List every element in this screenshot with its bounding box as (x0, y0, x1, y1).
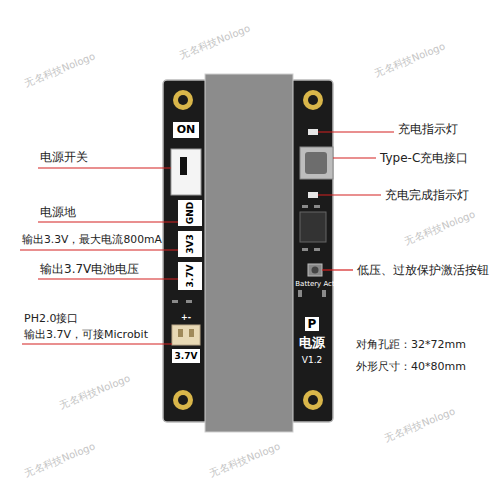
polarity-mark: +- (181, 313, 191, 323)
leader-lines (20, 132, 394, 344)
watermark: 无名科技Nologo (23, 440, 97, 479)
pin-name: 3.7V (185, 265, 196, 288)
version-text: V1.2 (302, 355, 322, 366)
pin-name: 3.7V (175, 351, 198, 362)
type-c-opening (305, 152, 327, 174)
button-cap (312, 267, 319, 274)
dimension-text: 对角孔距：32*72mm (356, 338, 466, 351)
callout-text: Type-C充电接口 (380, 151, 468, 165)
switch-label: ON (177, 123, 196, 136)
watermark: 无名科技Nologo (208, 440, 282, 479)
watermark: 无名科技Nologo (403, 208, 477, 247)
mounting-holes (173, 90, 323, 410)
charger-ic (300, 212, 326, 242)
callout-text: 输出3.7V，可接Microbit (24, 328, 148, 341)
activate-button (308, 264, 322, 276)
logo-letter: P (308, 317, 317, 331)
pin-name: 3V3 (185, 234, 196, 254)
callout-text: PH2.0接口 (24, 312, 78, 325)
power-switch (171, 149, 201, 195)
3v3-pad (178, 231, 202, 257)
pin-name: GND (185, 202, 196, 224)
callout-text: 输出3.7V电池电压 (40, 262, 139, 276)
small-components (172, 205, 326, 303)
3v7-pad (178, 262, 202, 290)
callout-text: 低压、过放保护激活按钮 (357, 263, 489, 277)
switch-slider (180, 157, 187, 175)
callout-text: 充电指示灯 (398, 122, 458, 136)
3v7-pad (172, 349, 200, 363)
watermark: 无名科技Nologo (383, 405, 457, 444)
callout-text: 电源开关 (40, 150, 88, 164)
logo-box (305, 317, 319, 331)
dimension-text: 外形尺寸：40*80mm (356, 360, 466, 373)
on-pad (173, 122, 199, 138)
watermark: 无名科技Nologo (178, 22, 252, 61)
ph-pin (178, 329, 183, 337)
callout-text: 充电完成指示灯 (385, 188, 469, 202)
gnd-pad (178, 200, 202, 226)
watermark: 无名科技Nologo (58, 372, 132, 411)
silkscreen-text: Battery Act (295, 280, 334, 288)
done-led (308, 192, 318, 198)
board-name: 电源 (299, 335, 325, 351)
ph-connector (172, 325, 200, 345)
callout-text: 电源地 (40, 205, 76, 219)
type-c-port (300, 147, 333, 179)
ph-pin (189, 329, 194, 337)
watermark: 无名科技Nologo (23, 50, 97, 89)
charge-led (308, 129, 318, 135)
battery (205, 74, 293, 432)
watermark: 无名科技Nologo (373, 40, 447, 79)
callout-text: 输出3.3V，最大电流800mA (22, 234, 162, 247)
